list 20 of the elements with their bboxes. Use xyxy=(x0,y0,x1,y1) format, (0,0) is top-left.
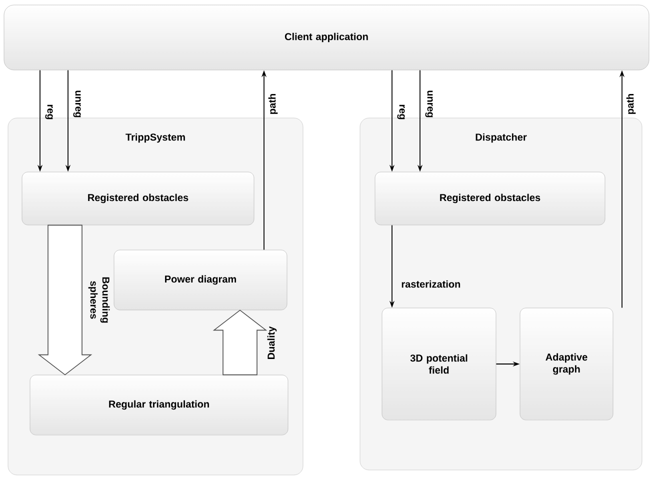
process-box: 3D potential field xyxy=(382,308,496,420)
edge-label: unreg xyxy=(425,90,433,118)
panel-heading: Dispatcher xyxy=(476,133,527,143)
edge-label: path xyxy=(268,94,278,114)
panel-heading: TrippSystem xyxy=(126,133,185,143)
process-box: Registered obstacles xyxy=(374,172,606,226)
process-box: Adaptive graph xyxy=(520,308,614,420)
application-bar: Client application xyxy=(4,4,650,70)
edge-label: unreg xyxy=(73,90,81,118)
block-arrow xyxy=(38,224,92,376)
edge-label: rasterization xyxy=(402,280,460,288)
edge-label: Bounding spheres xyxy=(88,277,110,323)
process-box: Power diagram xyxy=(114,250,288,310)
process-box: Registered obstacles xyxy=(22,172,254,226)
process-box: Regular triangulation xyxy=(30,374,288,436)
edge-label: reg xyxy=(45,104,53,120)
edge-label: Duality xyxy=(267,326,277,359)
block-arrow xyxy=(212,310,268,376)
edge-label: reg xyxy=(397,104,405,120)
edge-label: path xyxy=(626,94,636,114)
